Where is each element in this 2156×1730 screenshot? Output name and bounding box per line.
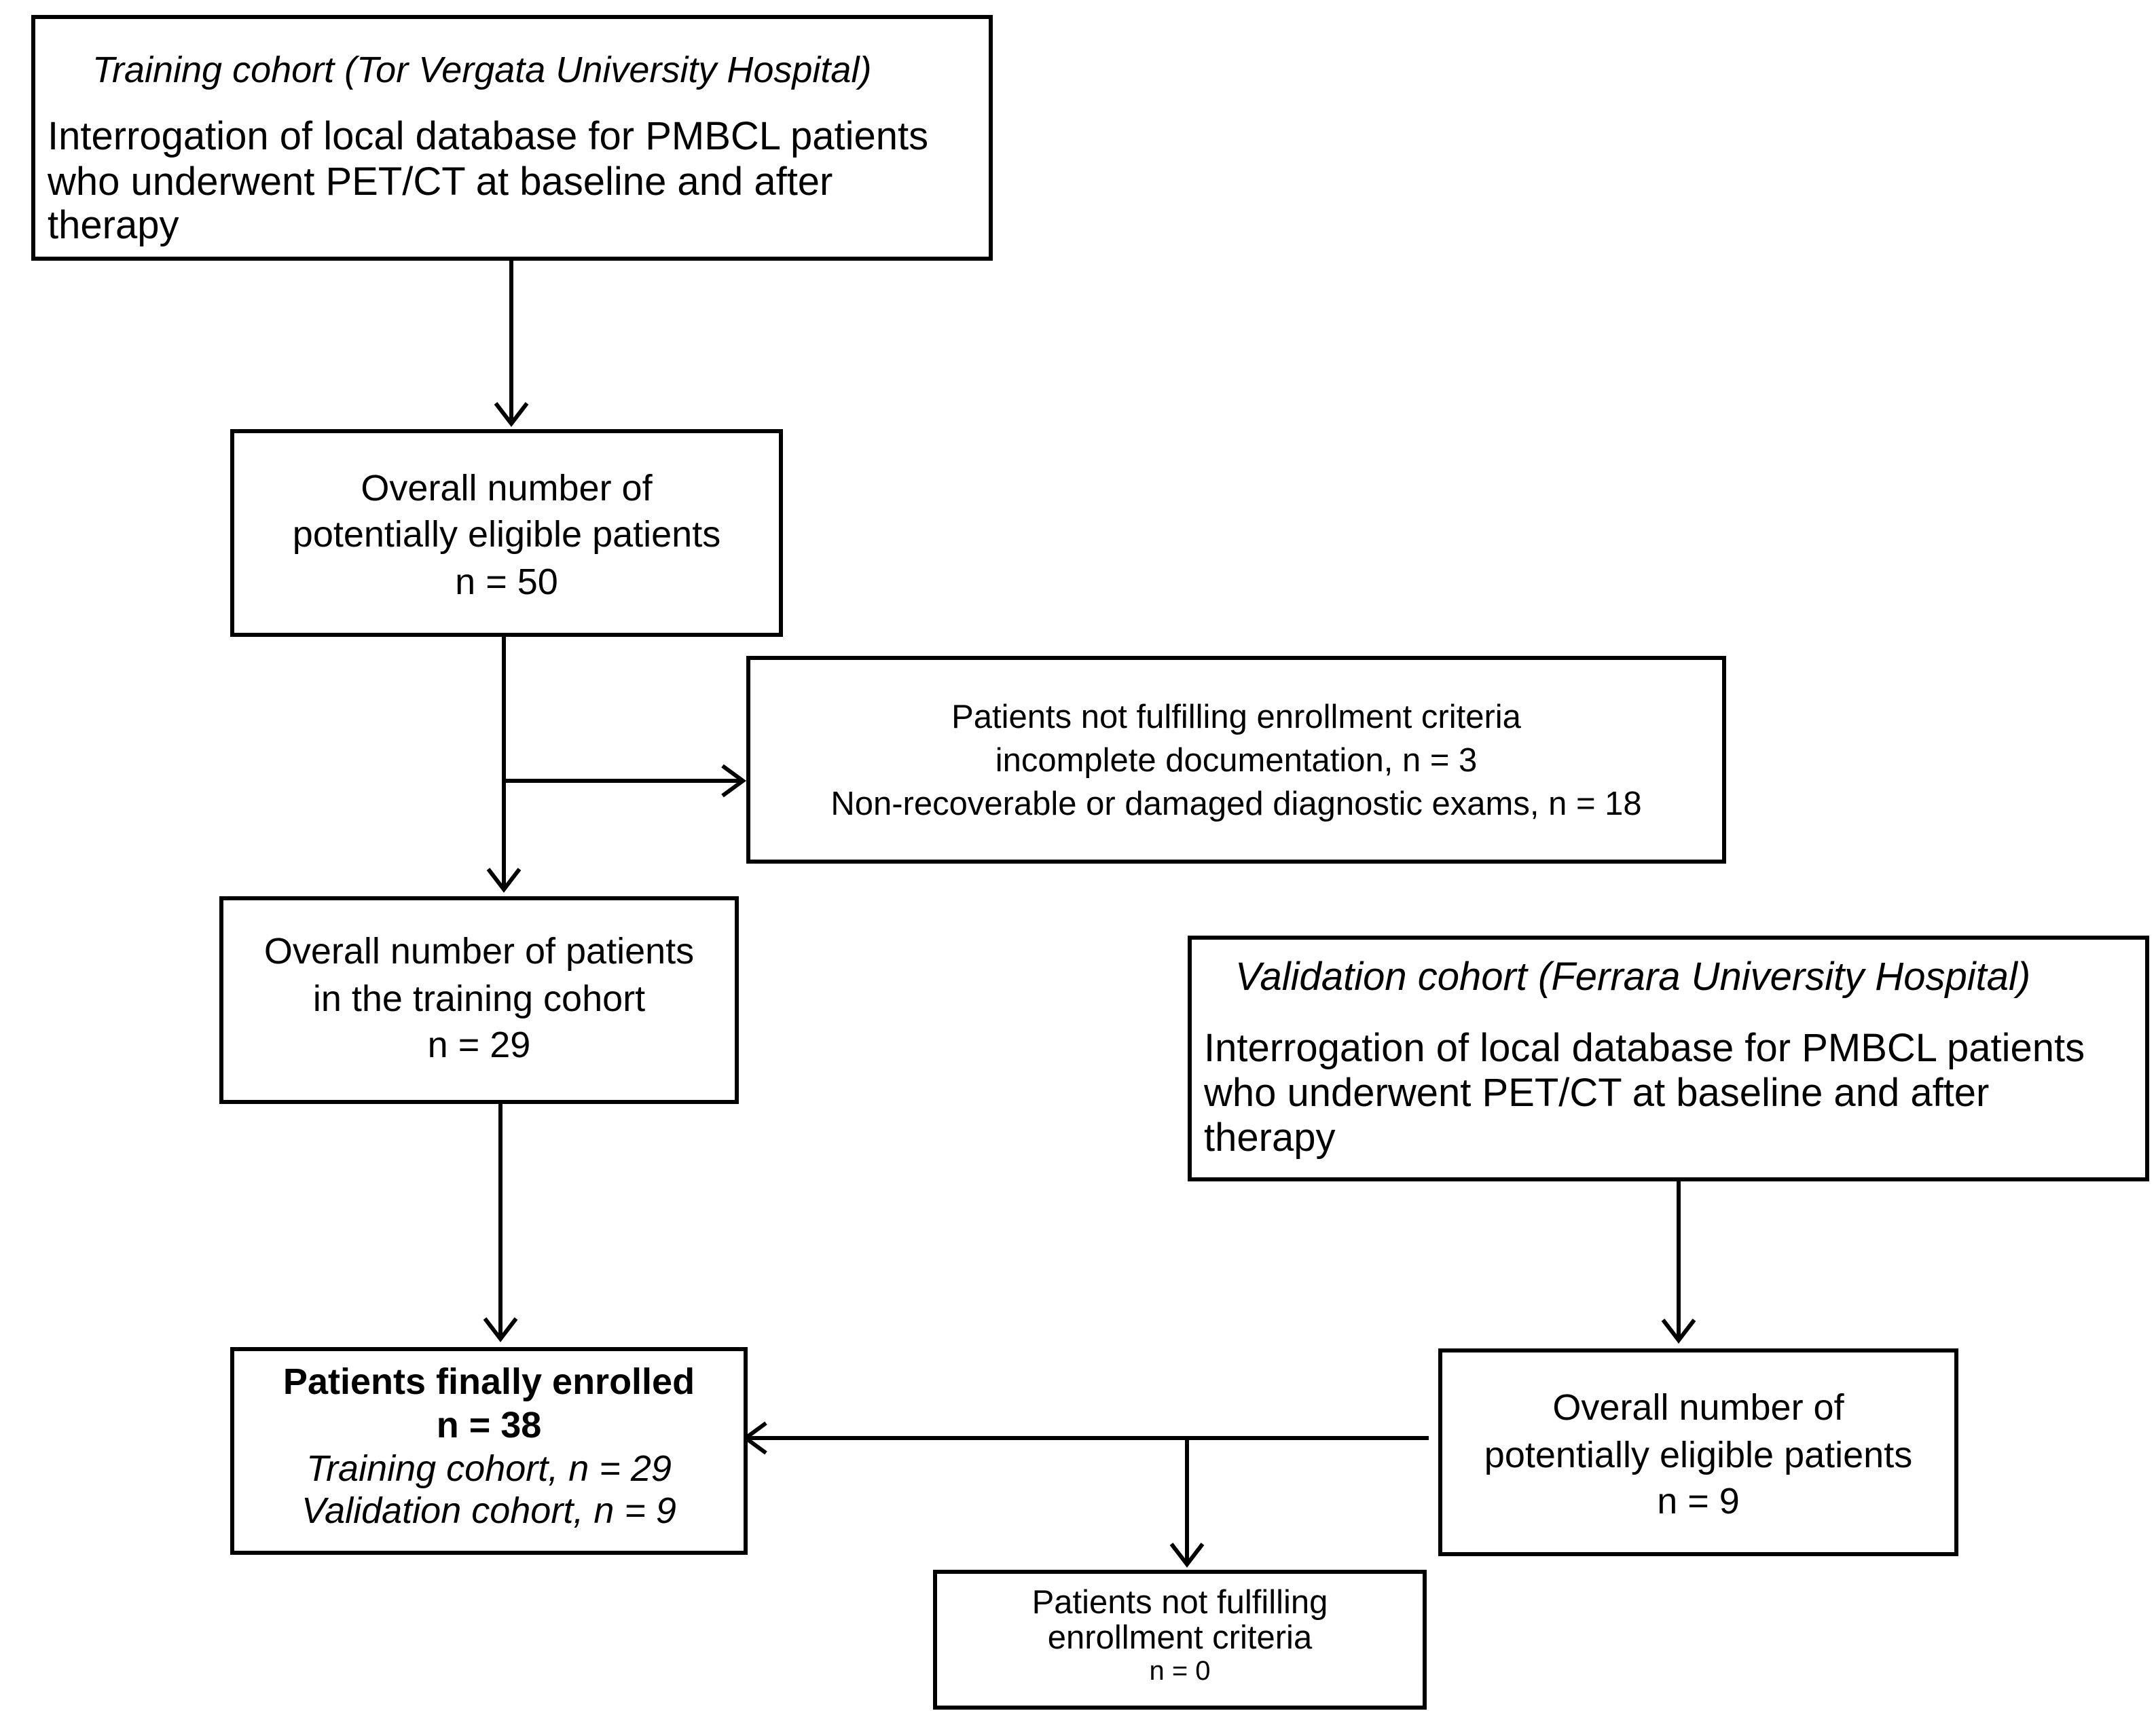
training-exclusions-box: Patients not fulfilling enrollment crite…: [746, 656, 1726, 864]
arrowhead-validation-source-to-eligible: [1661, 1319, 1696, 1344]
training-exclusions-title: Patients not fulfilling enrollment crite…: [951, 699, 1521, 735]
validation-exclusions-count: n = 0: [1149, 1656, 1211, 1686]
final-enrolled-training: Training cohort, n = 29: [306, 1448, 672, 1489]
validation-source-line-3: therapy: [1204, 1116, 1336, 1160]
training-eligible-line-2: potentially eligible patients: [292, 514, 721, 555]
training-eligible-line-1: Overall number of: [361, 468, 653, 509]
training-source-line-1: Interrogation of local database for PMBC…: [48, 114, 929, 158]
training-eligible-box: Overall number of potentially eligible p…: [230, 429, 783, 637]
training-source-box: Training cohort (Tor Vergata University …: [31, 15, 993, 261]
arrowhead-to-exclusions: [721, 764, 747, 798]
final-enrolled-box: Patients finally enrolled n = 38 Trainin…: [230, 1347, 748, 1555]
validation-exclusions-box: Patients not fulfilling enrollment crite…: [933, 1570, 1427, 1710]
validation-eligible-line-1: Overall number of: [1552, 1387, 1844, 1428]
training-cohort-line-2: in the training cohort: [312, 978, 646, 1019]
validation-source-line-2: who underwent PET/CT at baseline and aft…: [1204, 1071, 1990, 1115]
validation-source-title: Validation cohort (Ferrara University Ho…: [1235, 955, 2031, 999]
final-enrolled-total: n = 38: [436, 1405, 542, 1446]
arrowhead-training-to-final: [483, 1317, 518, 1342]
training-cohort-line-1: Overall number of patients: [263, 931, 695, 972]
validation-eligible-box: Overall number of potentially eligible p…: [1438, 1348, 1958, 1556]
final-enrolled-title: Patients finally enrolled: [282, 1361, 695, 1402]
training-exclusions-damaged: Non-recoverable or damaged diagnostic ex…: [830, 786, 1642, 822]
validation-eligible-line-2: potentially eligible patients: [1484, 1435, 1913, 1475]
training-source-line-2: who underwent PET/CT at baseline and aft…: [48, 160, 833, 204]
validation-source-box: Validation cohort (Ferrara University Ho…: [1188, 936, 2149, 1181]
training-exclusions-incomplete: incomplete documentation, n = 3: [995, 742, 1478, 779]
validation-eligible-count: n = 9: [1657, 1481, 1740, 1522]
training-eligible-count: n = 50: [455, 562, 558, 602]
validation-exclusions-line-1: Patients not fulfilling: [1031, 1584, 1328, 1621]
arrowhead-to-validation-exclusions: [1169, 1543, 1205, 1568]
arrowhead-source-to-eligible: [494, 402, 529, 427]
training-cohort-count: n = 29: [427, 1025, 531, 1065]
training-source-line-3: therapy: [48, 203, 179, 247]
arrowhead-eligible-to-training: [486, 868, 522, 893]
final-enrolled-validation: Validation cohort, n = 9: [302, 1490, 676, 1531]
validation-source-line-1: Interrogation of local database for PMBC…: [1204, 1026, 2085, 1070]
training-cohort-box: Overall number of patients in the traini…: [219, 896, 739, 1104]
validation-exclusions-line-2: enrollment criteria: [1047, 1619, 1313, 1656]
training-source-title: Training cohort (Tor Vergata University …: [92, 50, 872, 90]
